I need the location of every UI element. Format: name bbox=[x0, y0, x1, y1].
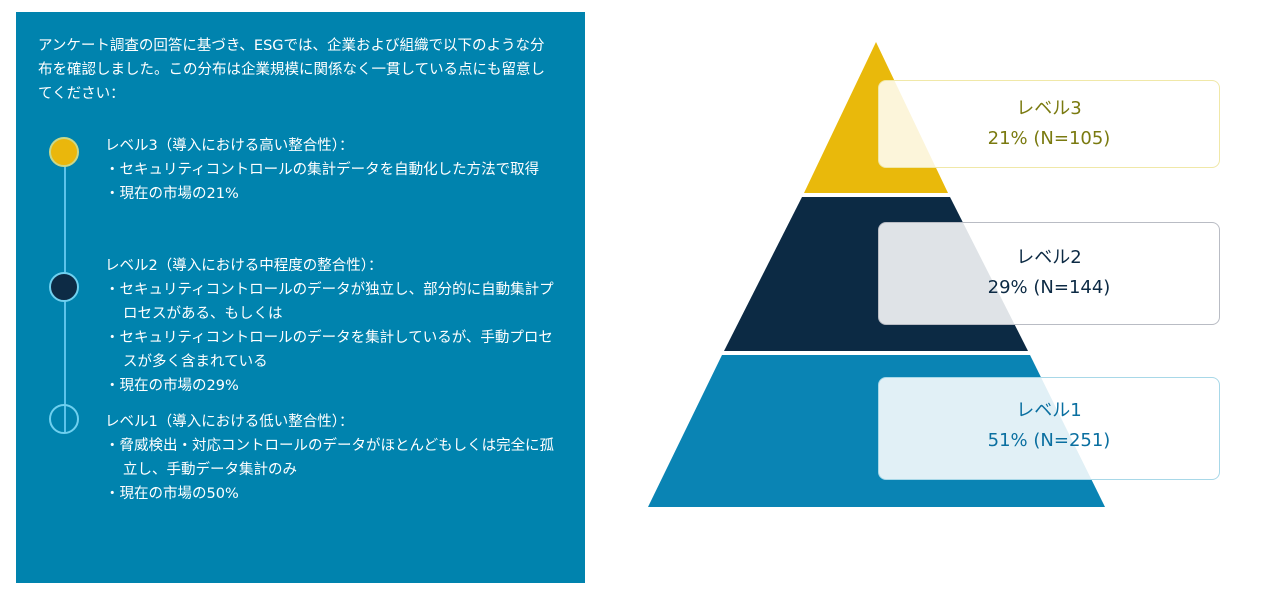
level3-label: レベル3 bbox=[1016, 98, 1082, 119]
level2-value: 29% (N=144) bbox=[987, 277, 1111, 298]
intro-text: アンケート調査の回答に基づき、ESGでは、企業および組織で以下のような分布を確認… bbox=[38, 38, 546, 102]
level2-description: レベル2（導入における中程度の整合性）： セキュリティコントロールのデータが独立… bbox=[105, 254, 555, 398]
level1-label: レベル1 bbox=[1016, 400, 1082, 421]
level2-label-box: レベル2 29% (N=144) bbox=[878, 222, 1220, 325]
level-title: レベル3（導入における高い整合性）： bbox=[105, 138, 354, 154]
level3-label-box: レベル3 21% (N=105) bbox=[878, 80, 1220, 168]
level-title: レベル1（導入における低い整合性）： bbox=[105, 414, 354, 430]
level3-marker-icon bbox=[49, 137, 79, 167]
level-bullet: 現在の市場の29% bbox=[105, 374, 555, 398]
level-bullet: 現在の市場の21% bbox=[105, 182, 555, 206]
level3-description: レベル3（導入における高い整合性）： セキュリティコントロールの集計データを自動… bbox=[105, 134, 555, 206]
level3-value: 21% (N=105) bbox=[987, 128, 1111, 149]
level1-value: 51% (N=251) bbox=[987, 430, 1111, 451]
level-bullet: 脅威検出・対応コントロールのデータがほとんどもしくは完全に孤立し、手動データ集計… bbox=[105, 434, 555, 482]
level-bullet: セキュリティコントロールの集計データを自動化した方法で取得 bbox=[105, 158, 555, 182]
level-bullet: セキュリティコントロールのデータが独立し、部分的に自動集計プロセスがある、もしく… bbox=[105, 278, 555, 326]
level-title: レベル2（導入における中程度の整合性）： bbox=[105, 258, 383, 274]
level1-label-box: レベル1 51% (N=251) bbox=[878, 377, 1220, 480]
level2-label: レベル2 bbox=[1016, 247, 1082, 268]
level1-description: レベル1（導入における低い整合性）： 脅威検出・対応コントロールのデータがほとん… bbox=[105, 410, 555, 506]
level1-marker-icon bbox=[49, 404, 79, 434]
description-panel: アンケート調査の回答に基づき、ESGでは、企業および組織で以下のような分布を確認… bbox=[16, 12, 585, 583]
level2-marker-icon bbox=[49, 272, 79, 302]
level-bullet: セキュリティコントロールのデータを集計しているが、手動プロセスが多く含まれている bbox=[105, 326, 555, 374]
level-bullet: 現在の市場の50% bbox=[105, 482, 555, 506]
